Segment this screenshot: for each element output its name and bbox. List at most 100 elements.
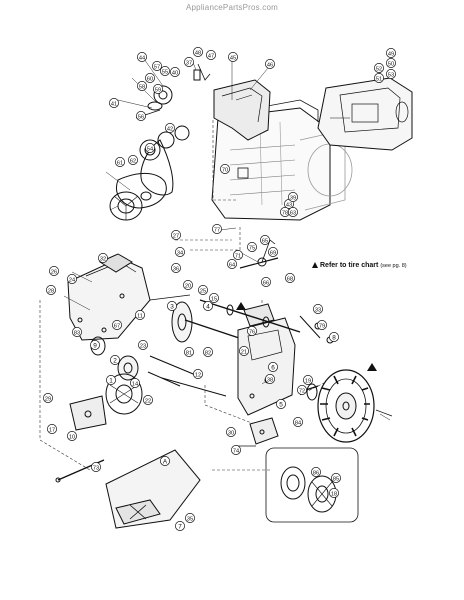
callout-number: 14	[132, 381, 138, 387]
callout-number: 82	[205, 350, 211, 356]
callout-circle	[228, 52, 238, 62]
callout-number: 1	[109, 377, 113, 384]
callout-59: 59	[153, 84, 163, 94]
callout-circle	[112, 320, 122, 330]
callout-circle	[386, 69, 396, 79]
callout-circle	[90, 340, 100, 350]
callout-30: 30	[226, 427, 236, 437]
rim-detail-inset	[265, 447, 359, 523]
callout-number: 10	[69, 434, 75, 440]
callout-circle	[203, 301, 213, 311]
callout-48: 48	[193, 47, 203, 57]
callout-number: 32	[100, 256, 106, 262]
callout-circle	[138, 340, 148, 350]
callout-83: 83	[72, 327, 82, 337]
callout-circle	[233, 250, 243, 260]
callout-40: 40	[170, 67, 180, 77]
callout-number: 67	[114, 323, 120, 329]
callout-number: 60	[147, 76, 153, 82]
callout-circle	[135, 310, 145, 320]
callout-71: 71	[233, 250, 243, 260]
callout-circle	[329, 332, 339, 342]
callout-circle	[171, 263, 181, 273]
callout-number: 69	[270, 250, 276, 256]
callout-32: 32	[98, 253, 108, 263]
callout-68: 68	[285, 273, 295, 283]
callout-35: 35	[185, 513, 195, 523]
callout-57: 57	[152, 61, 162, 71]
callout-circle	[72, 327, 82, 337]
callout-circle	[193, 369, 203, 379]
callout-63: 63	[288, 207, 298, 217]
callout-number: 25	[200, 288, 206, 294]
callout-circle	[128, 155, 138, 165]
callout-circle	[145, 143, 155, 153]
callout-22: 22	[143, 395, 153, 405]
callout-number: 65	[262, 238, 268, 244]
callout-circle	[109, 98, 119, 108]
callout-53: 53	[386, 69, 396, 79]
callout-number: 70	[222, 167, 228, 173]
callout-11: 11	[135, 310, 145, 320]
callout-number: 11	[137, 313, 143, 319]
callout-number: 57	[154, 64, 160, 70]
callout-73: 73	[91, 462, 101, 472]
callout-number: 53	[388, 72, 394, 78]
callout-81: 81	[184, 347, 194, 357]
callout-number: 72	[299, 388, 305, 394]
callout-number: 77	[214, 227, 220, 233]
callout-6: 6	[268, 362, 278, 372]
callout-60: 60	[145, 73, 155, 83]
callout-number: 7	[178, 523, 182, 530]
callout-64: 64	[227, 259, 237, 269]
callout-number: 56	[138, 114, 144, 120]
callout-number: 29	[45, 396, 51, 402]
callout-34: 34	[175, 247, 185, 257]
callout-circle	[136, 111, 146, 121]
callout-61: 61	[115, 157, 125, 167]
callout-circle	[91, 462, 101, 472]
callout-15: 15	[209, 293, 219, 303]
callout-circle	[175, 521, 185, 531]
callout-circle	[313, 304, 323, 314]
callout-circle	[152, 61, 162, 71]
callout-72: 72	[297, 385, 307, 395]
tire-chart-note: Refer to tire chart (see pg. 8)	[312, 262, 407, 269]
callout-circle	[261, 277, 271, 287]
engine-inset	[317, 77, 413, 151]
callout-67: 67	[112, 320, 122, 330]
callout-number: 62	[130, 158, 136, 164]
triangle-icon	[312, 262, 318, 268]
callout-circle	[160, 456, 170, 466]
callout-27: 27	[171, 230, 181, 240]
callout-number: 58	[139, 84, 145, 90]
callout-66: 66	[261, 277, 271, 287]
callout-circle	[293, 417, 303, 427]
callout-circle	[386, 48, 396, 58]
callout-number: 55	[162, 69, 168, 75]
tire-wheel	[299, 369, 393, 443]
callout-65: 65	[260, 235, 270, 245]
callout-9: 9	[90, 340, 100, 350]
frame-plate	[237, 303, 296, 416]
callout-26: 26	[49, 266, 59, 276]
callout-number: 33	[315, 307, 321, 313]
callout-labels: 4950535251464543783740574455605958474841…	[43, 47, 396, 531]
tire-chart-note-text: Refer to tire chart	[320, 262, 379, 269]
callout-41: 41	[109, 98, 119, 108]
callout-circle	[106, 375, 116, 385]
callout-number: 21	[241, 349, 247, 355]
callout-number: 63	[290, 210, 296, 216]
callout-number: 37	[186, 60, 192, 66]
callout-circle	[160, 66, 170, 76]
callout-number: 28	[48, 288, 54, 294]
callout-52: 52	[374, 63, 384, 73]
callout-circle	[110, 355, 120, 365]
callout-number: 50	[388, 61, 394, 67]
callout-circle	[288, 207, 298, 217]
callout-circle	[226, 427, 236, 437]
callout-circle	[167, 301, 177, 311]
callout-85: 85	[331, 473, 341, 483]
callout-circle	[46, 285, 56, 295]
